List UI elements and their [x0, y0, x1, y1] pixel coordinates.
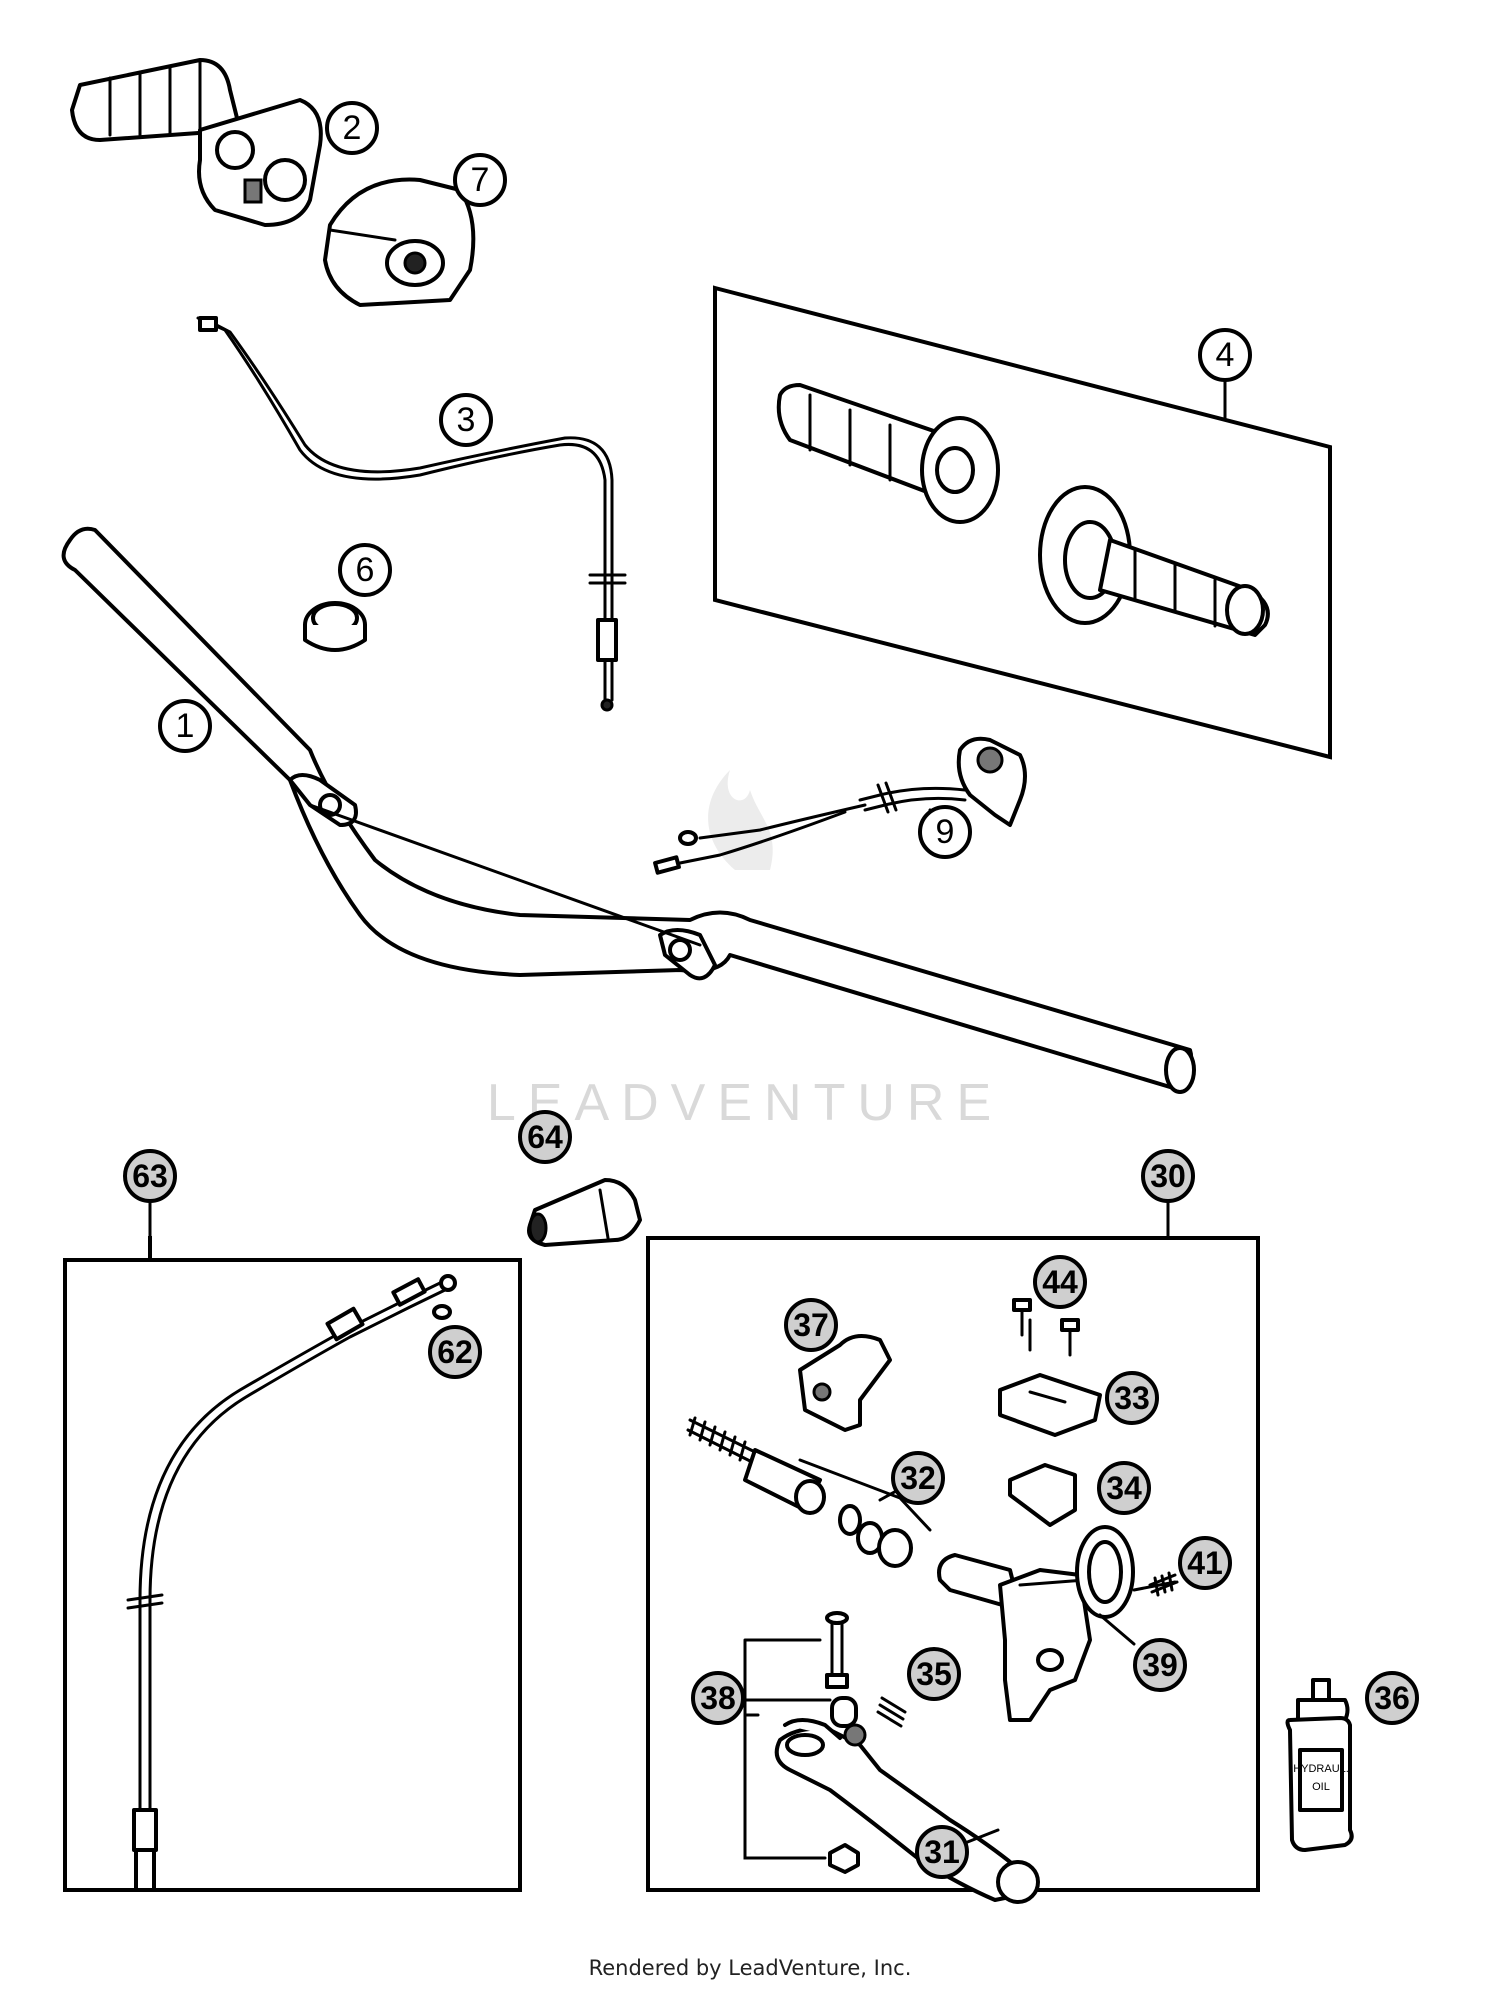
- svg-text:41: 41: [1187, 1545, 1223, 1581]
- callout-39: 39: [1133, 1638, 1187, 1692]
- svg-text:44: 44: [1042, 1264, 1078, 1300]
- grips-set: [713, 285, 1332, 760]
- kill-switch: [653, 736, 1027, 875]
- hydraulic-oil-bottle: HYDRAUL. OIL: [1285, 1678, 1354, 1852]
- callout-64: 64: [518, 1110, 572, 1164]
- oil-label-line1: HYDRAUL.: [1293, 1763, 1349, 1775]
- callout-38: 38: [691, 1671, 745, 1725]
- callout-35: 35: [907, 1647, 961, 1701]
- footer-credit: Rendered by LeadVenture, Inc.: [588, 1956, 912, 1980]
- svg-text:9: 9: [936, 813, 955, 851]
- svg-text:63: 63: [132, 1158, 168, 1194]
- watermark: LEADVENTURE: [487, 770, 1003, 1132]
- svg-text:39: 39: [1142, 1647, 1178, 1683]
- callout-3: 3: [439, 393, 493, 447]
- svg-text:31: 31: [924, 1834, 960, 1870]
- svg-text:4: 4: [1216, 336, 1235, 374]
- callout-32: 32: [891, 1451, 945, 1505]
- callout-6: 6: [338, 543, 392, 597]
- watermark-text: LEADVENTURE: [487, 1074, 1003, 1132]
- throttle-grip-assembly: [70, 58, 323, 227]
- svg-text:7: 7: [471, 161, 490, 199]
- callout-33: 33: [1105, 1371, 1159, 1425]
- callout-41: 41: [1178, 1536, 1232, 1590]
- callout-44: 44: [1033, 1255, 1087, 1309]
- callout-31: 31: [915, 1825, 969, 1879]
- svg-text:35: 35: [916, 1656, 952, 1692]
- clutch-cable-kit: [63, 1198, 522, 1892]
- callout-62: 62: [428, 1325, 482, 1379]
- svg-text:33: 33: [1114, 1380, 1150, 1416]
- callout-36: 36: [1365, 1671, 1419, 1725]
- callout-37: 37: [784, 1298, 838, 1352]
- handlebar: [61, 526, 1196, 1094]
- clutch-master-cylinder-kit: [646, 1198, 1260, 1904]
- svg-text:6: 6: [356, 551, 375, 589]
- svg-text:37: 37: [793, 1307, 829, 1343]
- callout-4: 4: [1198, 328, 1252, 382]
- svg-text:36: 36: [1374, 1680, 1410, 1716]
- callout-2: 2: [325, 101, 379, 155]
- bar-ring: [303, 601, 367, 652]
- callout-30: 30: [1141, 1149, 1195, 1203]
- svg-text:34: 34: [1106, 1470, 1142, 1506]
- oil-label-line2: OIL: [1312, 1781, 1330, 1793]
- svg-text:30: 30: [1150, 1158, 1186, 1194]
- callout-34: 34: [1097, 1461, 1151, 1515]
- bar-end-plug: [527, 1178, 642, 1247]
- throttle-cover: [323, 177, 476, 307]
- svg-text:2: 2: [343, 109, 362, 147]
- svg-text:64: 64: [527, 1119, 563, 1155]
- callout-9: 9: [918, 805, 972, 859]
- throttle-cable: [196, 316, 627, 712]
- svg-text:3: 3: [457, 401, 476, 439]
- svg-text:32: 32: [900, 1460, 936, 1496]
- callout-1: 1: [158, 699, 212, 753]
- svg-text:38: 38: [700, 1680, 736, 1716]
- callout-63: 63: [123, 1149, 177, 1203]
- svg-text:62: 62: [437, 1334, 473, 1370]
- callout-7: 7: [453, 153, 507, 207]
- svg-text:1: 1: [176, 707, 195, 745]
